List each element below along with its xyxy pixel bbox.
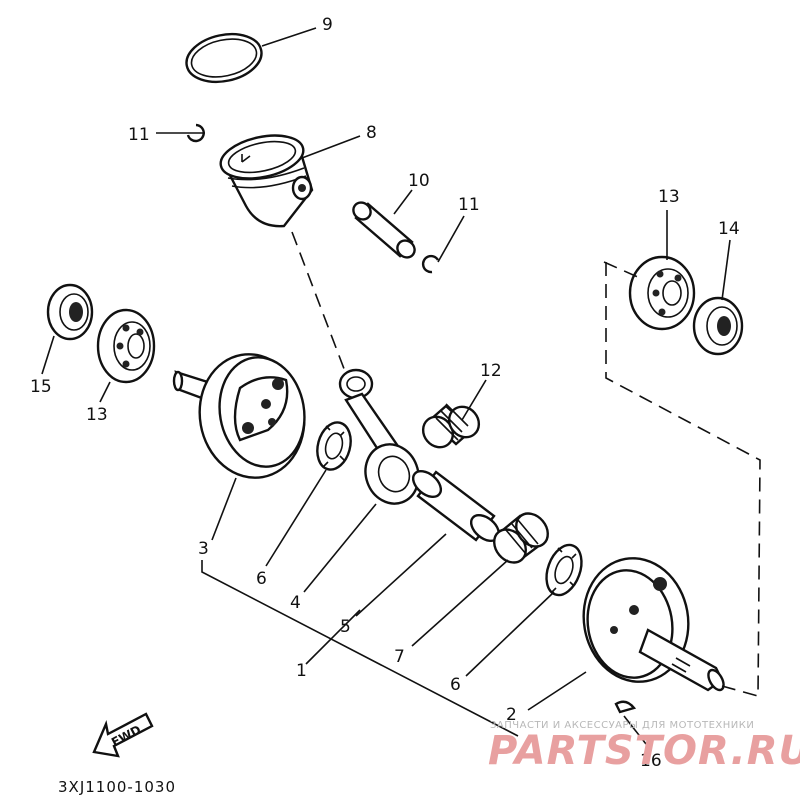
connecting-rod-part [338, 368, 420, 505]
big-end-bearing-part [493, 512, 549, 564]
callout-16: 16 [640, 751, 662, 771]
piston-pin-part [352, 201, 416, 259]
callout-4: 4 [290, 593, 301, 613]
callout-13-right: 13 [658, 187, 680, 207]
piston-ring-part [185, 32, 263, 84]
callout-2: 2 [506, 705, 517, 725]
bearing-part-right [628, 255, 696, 331]
watermark: ЗАПЧАСТИ И АКСЕССУАРЫ ДЛЯ МОТОТЕХНИКИ PA… [488, 720, 800, 774]
left-crank-half-part [172, 353, 306, 479]
callout-12: 12 [480, 361, 502, 381]
right-crank-half-part [582, 557, 725, 692]
callout-14: 14 [718, 219, 740, 239]
callout-9: 9 [322, 15, 333, 35]
callout-10: 10 [408, 171, 430, 191]
callout-13-left: 13 [86, 405, 108, 425]
piston-part [219, 134, 314, 228]
washer-part-right [545, 543, 583, 597]
callout-6-right: 6 [450, 675, 461, 695]
callout-15: 15 [30, 377, 52, 397]
bearing-part-left [96, 308, 156, 384]
callout-5: 5 [340, 617, 351, 637]
washer-part-left [316, 421, 352, 471]
callout-11-right: 11 [458, 195, 480, 215]
leader-lines [41, 27, 761, 745]
circlip-part-right [421, 254, 440, 274]
oil-seal-part-left [46, 283, 94, 341]
small-end-bearing-part [421, 403, 481, 449]
oil-seal-part-right [692, 296, 744, 356]
callout-3: 3 [198, 539, 209, 559]
callout-6-left: 6 [256, 569, 267, 589]
fwd-arrow-icon: FWD [92, 712, 154, 758]
callout-7: 7 [394, 647, 405, 667]
crank-pin-part [411, 469, 501, 543]
drawing-code: 3XJ1100-1030 [58, 778, 176, 796]
watermark-brand: PARTSTOR.RU [488, 728, 800, 774]
callout-8: 8 [366, 123, 377, 143]
callout-1: 1 [296, 661, 307, 681]
watermark-caption: ЗАПЧАСТИ И АКСЕССУАРЫ ДЛЯ МОТОТЕХНИКИ [490, 720, 754, 731]
callout-11-upper: 11 [128, 125, 150, 145]
woodruff-key-part [614, 700, 637, 714]
callout-numbers: 9 11 8 10 11 13 14 15 13 12 3 6 4 5 1 7 … [30, 15, 740, 771]
